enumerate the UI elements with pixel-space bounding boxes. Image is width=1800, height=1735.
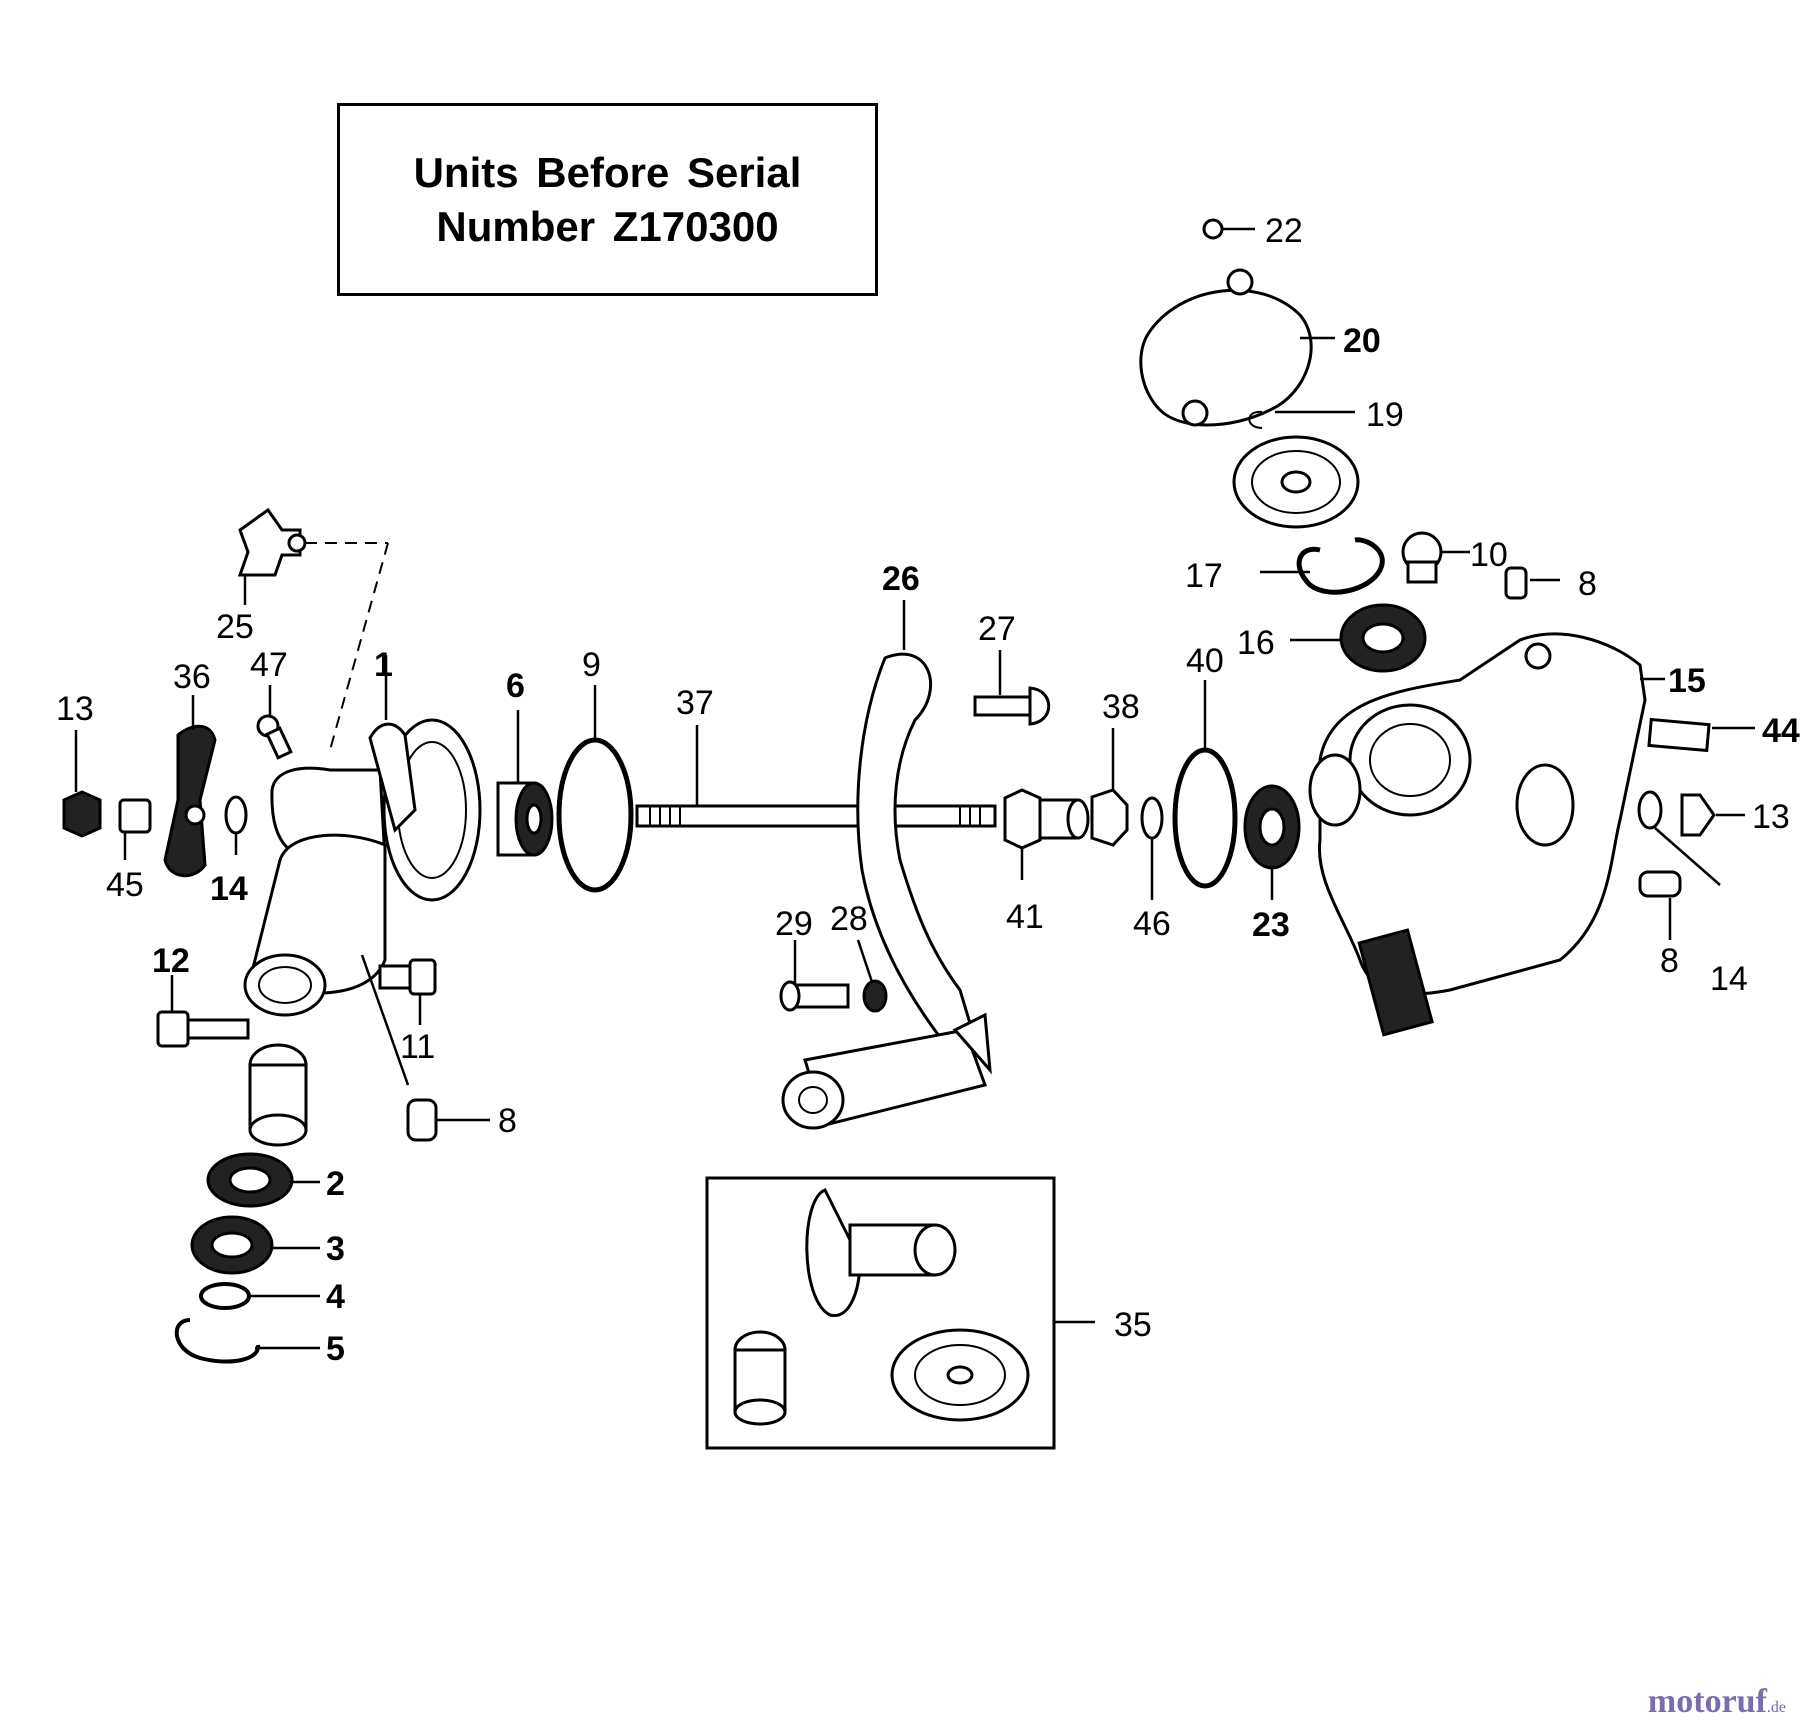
part-29-bolt	[779, 940, 850, 1012]
part-3-bearing	[190, 1215, 320, 1275]
callout-22: 22	[1265, 212, 1303, 250]
callout-41: 41	[1006, 898, 1044, 936]
part-14-washer-left	[224, 795, 248, 855]
part-handle-grip	[781, 1012, 992, 1130]
part-37-drive-shaft	[635, 725, 997, 828]
callout-19: 19	[1366, 396, 1404, 434]
part-8-grease-fitting-left	[360, 954, 490, 1142]
callout-2: 2	[326, 1165, 345, 1203]
part-46-washer	[1140, 796, 1164, 900]
callout-47: 47	[250, 646, 288, 684]
callout-6: 6	[506, 667, 525, 705]
callout-8-lower-right: 8	[1660, 942, 1679, 980]
part-1-main-housing	[243, 655, 482, 1017]
part-8-grease-fitting-upper	[1504, 566, 1560, 600]
part-38-nut	[1090, 728, 1129, 847]
notice-line-2: Number Z170300	[436, 202, 779, 250]
callout-4: 4	[326, 1278, 345, 1316]
part-27-bolt	[973, 650, 1051, 726]
callout-35: 35	[1114, 1306, 1152, 1344]
part-28-nut	[856, 939, 888, 1013]
callout-28: 28	[830, 900, 868, 938]
part-output-shaft	[248, 1043, 308, 1147]
part-25-wing-bolt	[237, 507, 389, 751]
part-gear-disc	[1232, 435, 1360, 529]
part-2-bearing	[206, 1152, 320, 1208]
part-13-nut-right	[1680, 793, 1745, 837]
watermark-logo: motoruf.de	[1648, 1683, 1786, 1721]
callout-38: 38	[1102, 688, 1140, 726]
callout-37: 37	[676, 684, 714, 722]
callout-45: 45	[106, 866, 144, 904]
part-22-screw	[1202, 218, 1255, 240]
callout-46: 46	[1133, 905, 1171, 943]
callout-14-left: 14	[210, 870, 248, 908]
part-35-kit-box	[705, 1176, 1095, 1450]
logo-suffix: .de	[1766, 1699, 1786, 1716]
callout-23: 23	[1252, 906, 1290, 944]
callout-29: 29	[775, 905, 813, 943]
callout-16: 16	[1237, 624, 1275, 662]
part-6-bearing	[496, 710, 554, 857]
callout-11: 11	[400, 1028, 435, 1066]
part-17-snap-ring	[1260, 537, 1385, 595]
callout-40: 40	[1186, 642, 1224, 680]
part-40-o-ring	[1172, 680, 1238, 889]
callout-10: 10	[1470, 536, 1508, 574]
part-10-plug	[1401, 531, 1470, 584]
part-23-bearing	[1243, 784, 1301, 900]
serial-notice-box: Units Before Serial Number Z170300	[337, 103, 878, 296]
part-13-nut-left	[62, 730, 102, 838]
part-45-sleeve	[118, 798, 152, 860]
part-26-handle	[856, 600, 977, 1052]
callout-15: 15	[1668, 662, 1706, 700]
logo-name: motoruf	[1647, 1683, 1767, 1720]
part-9-o-ring	[556, 685, 634, 893]
callout-1: 1	[374, 646, 393, 684]
callout-9: 9	[582, 646, 601, 684]
callout-44: 44	[1762, 712, 1800, 750]
callout-13-left: 13	[56, 690, 94, 728]
callout-36: 36	[173, 658, 211, 696]
callout-5: 5	[326, 1330, 345, 1368]
part-44-pad	[1647, 717, 1755, 753]
callout-14-right: 14	[1710, 960, 1748, 998]
part-41-coupling	[1003, 788, 1090, 880]
part-16-bearing	[1290, 603, 1427, 673]
part-19-clip	[1248, 410, 1355, 429]
callout-8-left: 8	[498, 1102, 517, 1140]
callout-12: 12	[152, 942, 190, 980]
part-20-cover-plate	[1139, 268, 1335, 427]
callout-20: 20	[1343, 322, 1381, 360]
callout-8-upper-right: 8	[1578, 565, 1597, 603]
part-5-circlip	[174, 1318, 320, 1364]
part-12-bolt	[156, 975, 250, 1048]
callout-25: 25	[216, 608, 254, 646]
callout-3: 3	[326, 1230, 345, 1268]
part-4-washer	[199, 1282, 320, 1310]
callout-17: 17	[1185, 557, 1223, 595]
part-11-bolt	[378, 958, 437, 1025]
part-8-grease-fitting-lower	[1638, 870, 1682, 940]
callout-27: 27	[978, 610, 1016, 648]
part-14-washer-right	[1637, 790, 1721, 886]
part-47-screw	[256, 685, 293, 760]
part-36-wing-nut	[163, 695, 217, 878]
callout-13-right: 13	[1752, 798, 1790, 836]
notice-line-1: Units Before Serial	[413, 148, 802, 196]
callout-26: 26	[882, 560, 920, 598]
part-15-gear-housing	[1308, 632, 1665, 1037]
